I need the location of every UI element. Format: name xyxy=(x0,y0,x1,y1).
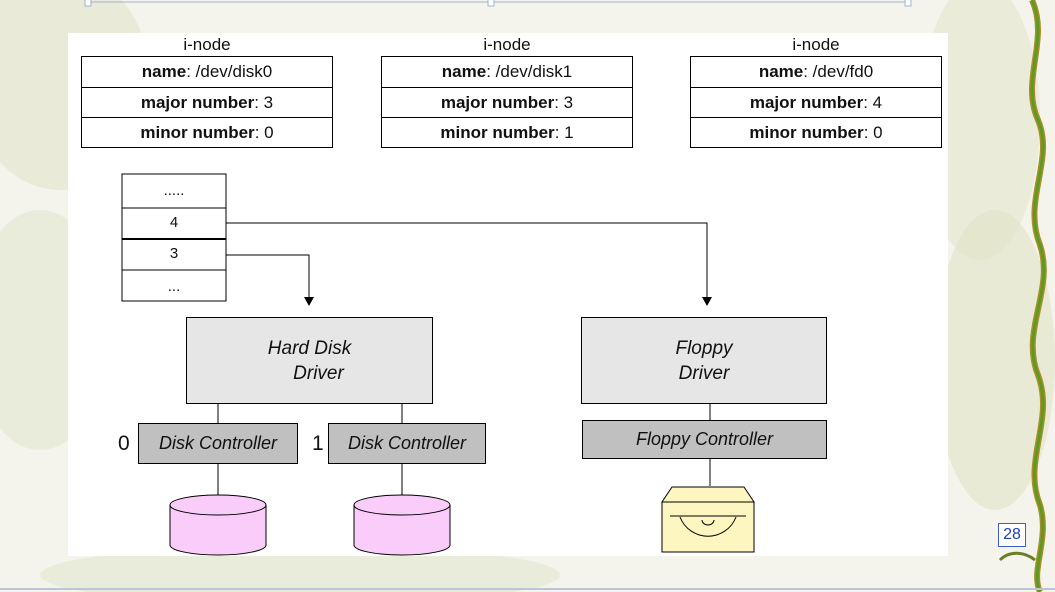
floppy-driver: Floppy Driver xyxy=(581,317,827,404)
floppy-driver-line2: Driver xyxy=(678,362,730,384)
inode-name-row: name: /dev/disk1 xyxy=(382,57,632,87)
minor-value: : 0 xyxy=(863,123,883,142)
disk-controller-0: Disk Controller xyxy=(138,423,298,464)
inode-table-disk1: name: /dev/disk1 major number: 3 minor n… xyxy=(381,56,633,148)
minor-value: : 0 xyxy=(254,123,274,142)
major-label: major number xyxy=(749,93,864,112)
hard-disk-1-icon xyxy=(353,494,451,556)
arrow-to-floppy-driver xyxy=(226,222,712,306)
minor-label: minor number xyxy=(749,123,864,142)
name-value: : /dev/disk0 xyxy=(186,62,273,81)
inode-major-row: major number: 3 xyxy=(382,87,632,117)
major-label: major number xyxy=(440,93,555,112)
major-number-table xyxy=(121,173,227,302)
name-value: : /dev/disk1 xyxy=(486,62,573,81)
major-value: : 4 xyxy=(863,93,883,112)
major-table-cell-4: 4 xyxy=(169,214,179,231)
major-table-cell: ..... xyxy=(163,182,185,199)
inode-table-fd0: name: /dev/fd0 major number: 4 minor num… xyxy=(690,56,942,148)
inode-minor-row: minor number: 1 xyxy=(382,117,632,147)
name-value: : /dev/fd0 xyxy=(803,62,874,81)
inode-title: i-node xyxy=(183,35,231,54)
minor-value: : 1 xyxy=(554,123,574,142)
minor-label: minor number xyxy=(140,123,255,142)
inode-major-row: major number: 4 xyxy=(691,87,941,117)
disk-controller-1: Disk Controller xyxy=(328,423,486,464)
hard-disk-0-icon xyxy=(169,494,267,556)
major-table-cell-3: 3 xyxy=(169,245,179,262)
inode-name-row: name: /dev/disk0 xyxy=(82,57,332,87)
disk-controller-1-number: 1 xyxy=(312,432,324,455)
major-table-cell: ... xyxy=(167,278,181,295)
minor-label: minor number xyxy=(440,123,555,142)
name-label: name xyxy=(758,62,804,81)
inode-table-disk0: name: /dev/disk0 major number: 3 minor n… xyxy=(81,56,333,148)
inode-minor-row: minor number: 0 xyxy=(691,117,941,147)
inode-major-row: major number: 3 xyxy=(82,87,332,117)
arrow-to-hard-disk-driver xyxy=(226,254,314,306)
floppy-drive-icon xyxy=(661,486,755,553)
inode-title: i-node xyxy=(792,35,840,54)
major-label: major number xyxy=(140,93,255,112)
inode-minor-row: minor number: 0 xyxy=(82,117,332,147)
hard-disk-driver-line1: Hard Disk xyxy=(267,337,352,359)
hard-disk-driver: Hard Disk Driver xyxy=(186,317,433,404)
inode-name-row: name: /dev/fd0 xyxy=(691,57,941,87)
floppy-driver-line1: Floppy xyxy=(675,337,733,359)
hard-disk-driver-line2: Driver xyxy=(293,362,344,384)
major-value: : 3 xyxy=(554,93,574,112)
floppy-controller: Floppy Controller xyxy=(582,420,827,459)
page-number: 28 xyxy=(998,523,1026,547)
name-label: name xyxy=(141,62,187,81)
name-label: name xyxy=(441,62,487,81)
major-value: : 3 xyxy=(254,93,274,112)
disk-controller-0-number: 0 xyxy=(118,432,130,455)
inode-title: i-node xyxy=(483,35,531,54)
